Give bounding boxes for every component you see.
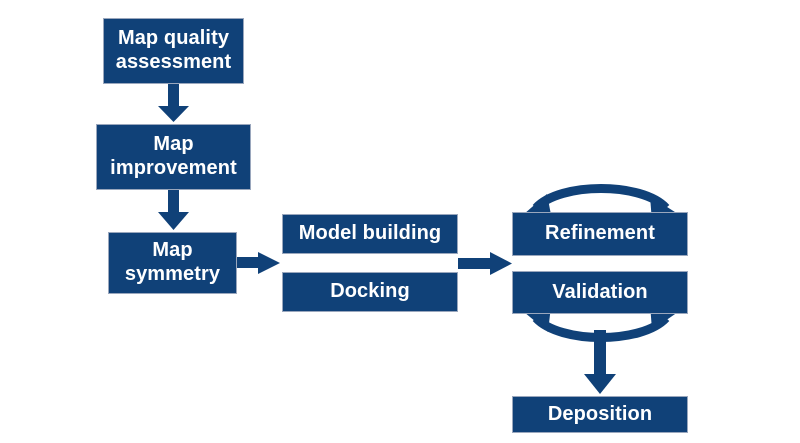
arrow-symmetry-to-building — [237, 252, 280, 274]
node-model-building[interactable]: Model building — [282, 214, 458, 254]
node-validation[interactable]: Validation — [512, 271, 688, 314]
node-docking[interactable]: Docking — [282, 272, 458, 312]
node-refinement[interactable]: Refinement — [512, 212, 688, 256]
arrow-improvement-to-symmetry — [158, 190, 189, 230]
node-label: Refinement — [545, 222, 655, 245]
arrow-building-to-refinement — [458, 252, 512, 275]
node-deposition[interactable]: Deposition — [512, 396, 688, 433]
node-label: Docking — [330, 280, 410, 303]
arrow-refinement-to-deposition — [584, 330, 616, 394]
node-label: Model building — [298, 222, 442, 245]
node-label: Deposition — [547, 402, 653, 425]
node-label: Validation — [552, 280, 648, 303]
arrow-quality-to-improvement — [158, 84, 189, 122]
